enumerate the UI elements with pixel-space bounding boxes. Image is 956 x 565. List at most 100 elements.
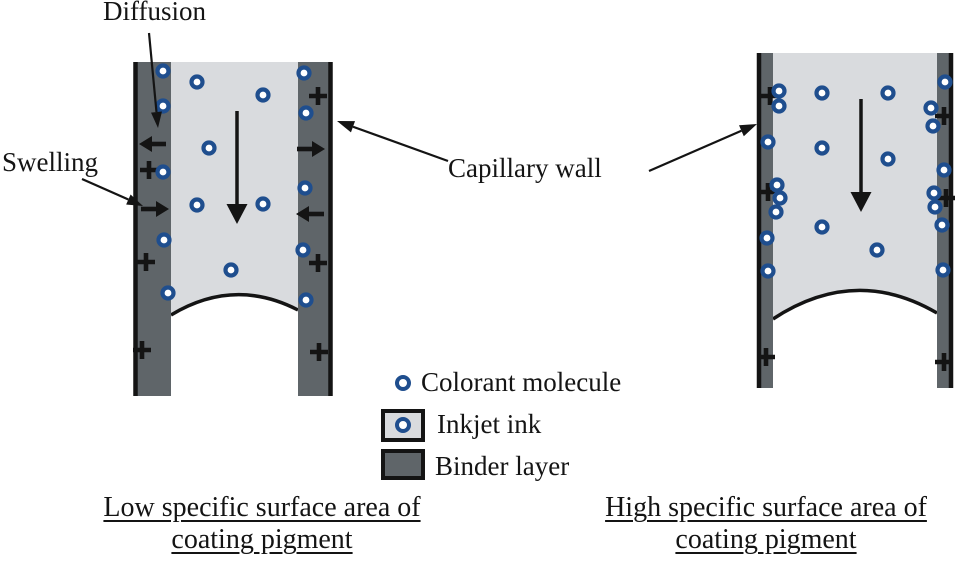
arrow-shaft	[147, 32, 158, 113]
arrow-head	[296, 206, 309, 222]
colorant-molecule	[295, 242, 311, 258]
arrow-head	[739, 124, 757, 137]
ink-flow-arrow	[850, 99, 872, 212]
binder-layer-legend-label: Binder layer	[435, 451, 570, 481]
arrow-head	[156, 201, 169, 217]
plus-charge	[310, 343, 328, 361]
colorant-molecule-legend-label: Colorant molecule	[421, 367, 622, 397]
capillary-wall-pointer-arrow-right	[648, 124, 757, 173]
colorant-molecule	[935, 262, 951, 278]
arrow-shaft	[648, 129, 742, 173]
arrow-shaft	[81, 177, 129, 201]
colorant-molecule	[296, 65, 312, 81]
plus-charge	[140, 161, 158, 179]
colorant-molecule	[255, 87, 271, 103]
binder-layer-swatch	[381, 449, 425, 480]
colorant-molecule	[923, 100, 939, 116]
left-caption-row2: coating pigment	[57, 524, 467, 556]
low-ssa-capillary-diagram	[133, 62, 333, 396]
right-caption-line1: High specific surface area of	[605, 492, 927, 523]
meniscus-curve	[772, 288, 938, 321]
colorant-molecule	[869, 242, 885, 258]
capillary-wall-pointer-arrow-left	[337, 121, 449, 163]
colorant-molecule	[760, 263, 776, 279]
colorant-molecule	[298, 292, 314, 308]
plus-charge	[937, 189, 955, 207]
inkjet-ink-column	[171, 62, 298, 315]
right-caption-line2: coating pigment	[675, 524, 857, 555]
plus-charge	[759, 183, 777, 201]
plus-charge	[935, 107, 953, 125]
diffusion-into-right-wall-arrow	[297, 141, 325, 157]
arrow-head	[226, 204, 248, 224]
swelling-pointer-arrow	[81, 177, 143, 206]
colorant-molecule-icon	[395, 375, 411, 391]
colorant-molecule	[880, 151, 896, 167]
colorant-molecule	[814, 85, 830, 101]
high-ssa-capillary-diagram	[756, 53, 955, 388]
colorant-molecule	[927, 199, 943, 215]
colorant-molecule	[155, 98, 171, 114]
colorant-molecule	[298, 105, 314, 121]
colorant-molecule	[934, 217, 950, 233]
colorant-molecule	[771, 83, 787, 99]
colorant-molecule	[156, 232, 172, 248]
colorant-molecule	[201, 140, 217, 156]
right-caption-row1: High specific surface area of	[566, 492, 956, 524]
colorant-molecule	[768, 204, 784, 220]
arrow-head	[850, 192, 872, 212]
plus-charge	[137, 253, 155, 271]
colorant-molecule	[160, 285, 176, 301]
meniscus-curve	[170, 293, 299, 317]
inkjet-ink-legend-label: Inkjet ink	[437, 409, 542, 439]
diffusion-into-left-wall-arrow	[139, 136, 166, 152]
left-caption-row1: Low specific surface area of	[57, 492, 467, 524]
colorant-molecule	[189, 74, 205, 90]
colorant-molecule	[255, 196, 271, 212]
colorant-molecule	[223, 262, 239, 278]
arrow-head	[337, 121, 356, 133]
plus-charge	[133, 341, 151, 359]
swelling-label: Swelling	[2, 147, 99, 177]
arrow-head	[312, 141, 325, 157]
swelling-from-right-wall-arrow	[296, 206, 324, 222]
colorant-molecule	[297, 180, 313, 196]
colorant-molecule	[925, 118, 941, 134]
arrow-head	[126, 194, 143, 206]
right-caption-row2: coating pigment	[566, 524, 956, 556]
colorant-molecule	[771, 98, 787, 114]
colorant-molecule	[772, 190, 788, 206]
capillary-wall-label: Capillary wall	[448, 153, 602, 183]
left-caption-line1: Low specific surface area of	[103, 492, 421, 523]
colorant-molecule	[155, 164, 171, 180]
colorant-molecule	[814, 140, 830, 156]
arrow-head	[139, 136, 152, 152]
colorant-molecule	[155, 63, 171, 79]
colorant-molecule	[937, 74, 953, 90]
inkjet-ink-column	[773, 53, 937, 319]
diffusion-pointer-arrow	[147, 32, 162, 128]
plus-charge	[757, 348, 775, 366]
plus-charge	[309, 254, 327, 272]
colorant-molecule	[814, 219, 830, 235]
plus-charge	[935, 353, 953, 371]
diffusion-label: Diffusion	[103, 0, 207, 26]
left-caption-line2: coating pigment	[171, 524, 353, 555]
left-caption: Low specific surface area of coating pig…	[57, 492, 467, 556]
arrow-shaft	[352, 125, 449, 163]
colorant-molecule	[926, 185, 942, 201]
plus-charge	[309, 87, 327, 105]
right-caption: High specific surface area of coating pi…	[566, 492, 956, 556]
inkjet-ink-molecule-icon	[395, 417, 411, 433]
inkjet-ink-swatch	[381, 409, 425, 442]
colorant-molecule	[189, 197, 205, 213]
colorant-molecule	[880, 85, 896, 101]
colorant-molecule	[769, 177, 785, 193]
colorant-molecule	[759, 230, 775, 246]
colorant-molecule	[936, 162, 952, 178]
colorant-molecule	[760, 134, 776, 150]
ink-flow-arrow	[226, 111, 248, 224]
swelling-from-left-wall-arrow	[141, 201, 169, 217]
